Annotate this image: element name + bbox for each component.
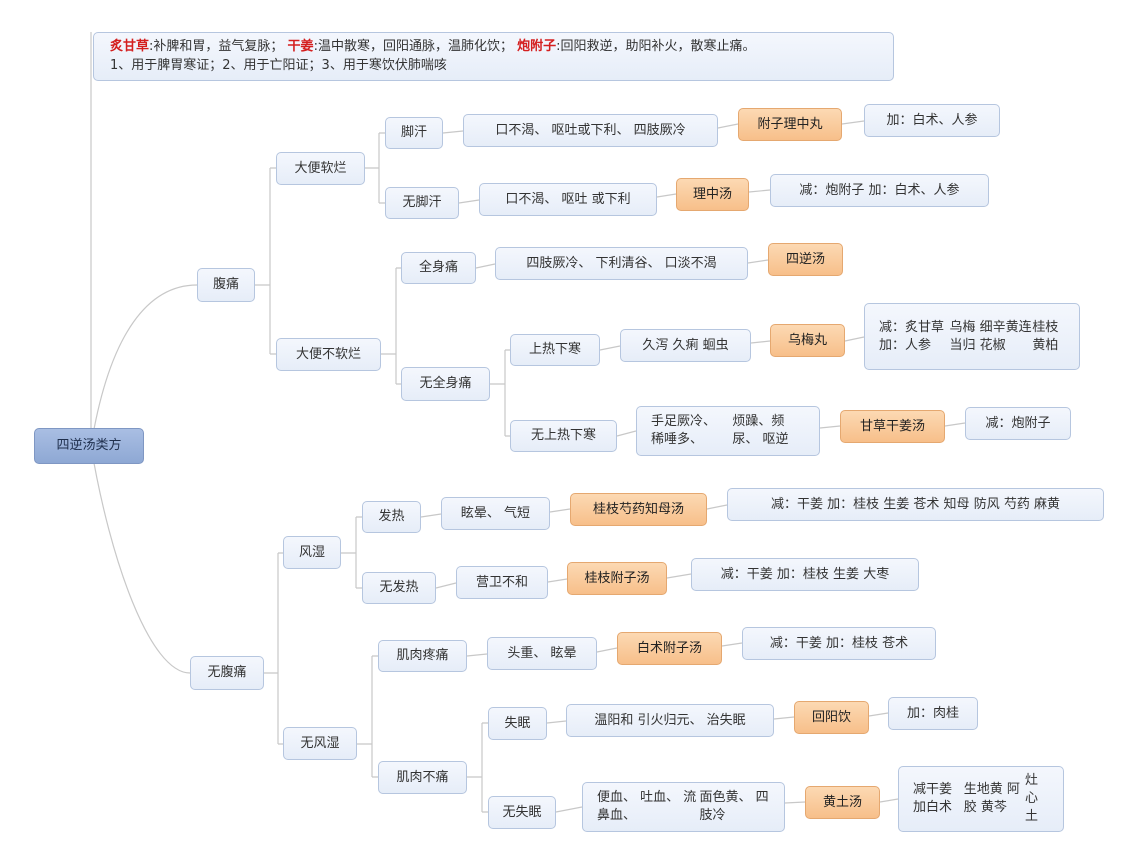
node-no-insomnia[interactable]: 无失眠 [488,796,556,829]
modification-line: 减干姜 加白术 [913,782,953,815]
node-abdominal-pain[interactable]: 腹痛 [197,268,255,302]
prescription-node[interactable]: 桂枝芍药知母汤 [570,493,707,526]
connector [458,189,771,204]
modification-line: 乌梅 细辛黄连 当归 花椒 [949,319,1032,353]
symptom-node[interactable]: 口不渴、 呕吐 或下利 [479,183,657,216]
connector [546,712,889,724]
herb-name: 炮附子 [517,39,557,54]
symptom-node[interactable]: 营卫不和 [456,566,548,599]
modification-node[interactable]: 减：炮附子 [965,407,1071,440]
symptom-line: 手足厥冷、 稀唾多、 [651,414,717,447]
symptom-node[interactable]: 四肢厥冷、 下利清谷、 口淡不渴 [495,247,748,280]
modification-node[interactable]: 减：干姜 加：桂枝 生姜 大枣 [691,558,919,591]
connector [467,722,488,813]
note-line-2: 1、用于脾胃寒证；2、用于亡阳证；3、用于寒饮伏肺喘咳 [110,58,447,73]
modification-line: 减：炙甘草 加：人参 [879,319,945,353]
prescription-node[interactable]: 甘草干姜汤 [840,410,945,443]
connector [381,267,401,385]
connector [442,120,865,134]
node-muscle-pain[interactable]: 肌肉疼痛 [378,640,467,672]
node-fever[interactable]: 发热 [362,501,421,533]
symptom-node[interactable]: 便血、 吐血、 流鼻血、 面色黄、 四肢冷 [582,782,785,832]
symptom-node[interactable]: 久泻 久痢 蛔虫 [620,329,751,362]
connector [90,284,198,447]
node-no-abdominal-pain[interactable]: 无腹痛 [190,656,264,690]
symptom-line: 面色黄、 四肢冷 [699,790,769,823]
node-no-fever[interactable]: 无发热 [362,572,436,604]
symptom-node[interactable]: 口不渴、 呕吐或下利、 四肢厥冷 [463,114,718,147]
node-wind-damp[interactable]: 风湿 [283,536,341,569]
herb-effect: :回阳救逆，助阳补火，散寒止痛。 [556,39,756,54]
herb-effect: :补脾和胃，益气复脉； [149,39,284,54]
connector [420,504,728,518]
node-no-upper-heat-lower-cold[interactable]: 无上热下寒 [510,420,617,452]
modification-node[interactable]: 加：肉桂 [888,697,978,730]
connector [264,552,283,745]
connector [616,422,966,437]
connector [466,642,743,657]
prescription-node[interactable]: 乌梅丸 [770,324,845,357]
node-insomnia[interactable]: 失眠 [488,707,547,740]
node-no-foot-sweat[interactable]: 无脚汗 [385,187,459,219]
root-node[interactable]: 四逆汤类方 [34,428,144,464]
modification-node[interactable]: 减：干姜 加：桂枝 生姜 苍术 知母 防风 芍药 麻黄 [727,488,1104,521]
node-no-whole-body-pain[interactable]: 无全身痛 [401,367,490,401]
modification-line: 灶心土 [1024,773,1038,824]
herb-name: 干姜 [287,39,314,54]
node-not-soft-stool[interactable]: 大便不软烂 [276,338,381,371]
prescription-node[interactable]: 桂枝附子汤 [567,562,667,595]
node-upper-heat-lower-cold[interactable]: 上热下寒 [510,334,600,366]
node-no-muscle-pain[interactable]: 肌肉不痛 [378,761,467,794]
prescription-node[interactable]: 回阳饮 [794,701,869,734]
connector [357,655,378,778]
node-foot-sweat[interactable]: 脚汗 [385,117,443,149]
modification-node[interactable]: 减：干姜 加：桂枝 苍术 [742,627,936,660]
connector [90,445,191,674]
connector [365,132,385,204]
node-whole-body-pain[interactable]: 全身痛 [401,252,476,284]
modification-node[interactable]: 减：炙甘草 加：人参 乌梅 细辛黄连 当归 花椒 桂枝 黄柏 [864,303,1080,370]
prescription-node[interactable]: 白术附子汤 [617,632,722,665]
modification-node[interactable]: 减：炮附子 加：白术、人参 [770,174,989,207]
symptom-node[interactable]: 温阳和 引火归元、 治失眠 [566,704,774,737]
prescription-node[interactable]: 黄土汤 [805,786,880,819]
prescription-node[interactable]: 附子理中丸 [738,108,842,141]
connector [599,336,865,351]
node-soft-stool[interactable]: 大便软烂 [276,152,365,185]
herb-effect: :温中散寒，回阳通脉，温肺化饮； [313,39,513,54]
connector [490,349,510,437]
note-box: 炙甘草:补脾和胃，益气复脉； 干姜:温中散寒，回阳通脉，温肺化饮； 炮附子:回阳… [93,32,894,81]
prescription-node[interactable]: 四逆汤 [768,243,843,276]
modification-line: 桂枝 黄柏 [1032,319,1059,353]
connector [341,516,362,589]
modification-node[interactable]: 加：白术、人参 [864,104,1000,137]
symptom-node[interactable]: 手足厥冷、 稀唾多、 烦躁、频尿、 呕逆 [636,406,820,456]
node-no-wind-damp[interactable]: 无风湿 [283,727,357,760]
note-line-1: 炙甘草:补脾和胃，益气复脉； 干姜:温中散寒，回阳通脉，温肺化饮； 炮附子:回阳… [110,37,877,56]
modification-line: 生地黄 阿胶 黄芩 [963,782,1020,815]
connector [255,167,276,355]
connector [475,259,769,269]
prescription-node[interactable]: 理中汤 [676,178,749,211]
herb-name: 炙甘草 [110,39,150,54]
symptom-node[interactable]: 眩晕、 气短 [441,497,550,530]
symptom-line: 烦躁、频尿、 呕逆 [732,414,789,447]
connector [555,798,899,813]
symptom-node[interactable]: 头重、 眩晕 [487,637,597,670]
symptom-line: 便血、 吐血、 流鼻血、 [597,790,697,823]
connector [435,573,692,589]
modification-node[interactable]: 减干姜 加白术 生地黄 阿胶 黄芩 灶心土 [898,766,1064,832]
